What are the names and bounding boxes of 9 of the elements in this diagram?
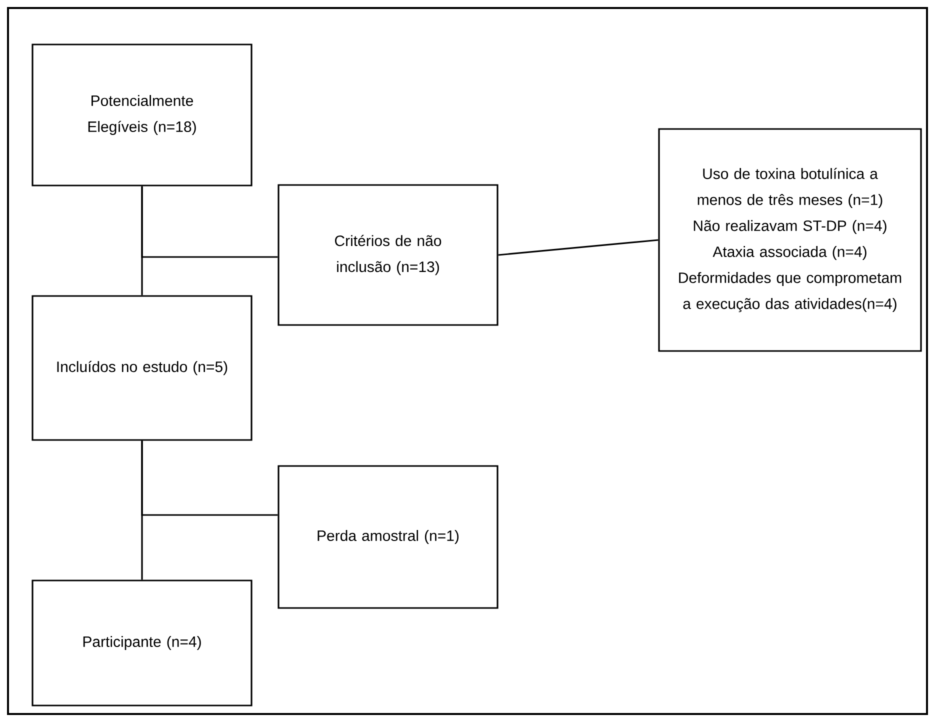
process-box: Critérios de não inclusão (n=13): [278, 184, 498, 326]
connector-line: [498, 239, 658, 256]
connector-line: [141, 440, 278, 516]
process-box: Perda amostral (n=1): [278, 465, 498, 609]
connector-line: [141, 186, 278, 258]
process-box: Potencialmente Elegíveis (n=18): [32, 44, 252, 186]
process-box: Incluídos no estudo (n=5): [32, 295, 252, 441]
process-box: Uso de toxina botulínica a menos de três meses (n=1) Não realizavam ST-DP (n=4) Ataxia associada (n=4) Deformidades que comprometam a execução das atividades(n=4): [658, 128, 922, 352]
process-box: Participante (n=4): [32, 580, 252, 706]
